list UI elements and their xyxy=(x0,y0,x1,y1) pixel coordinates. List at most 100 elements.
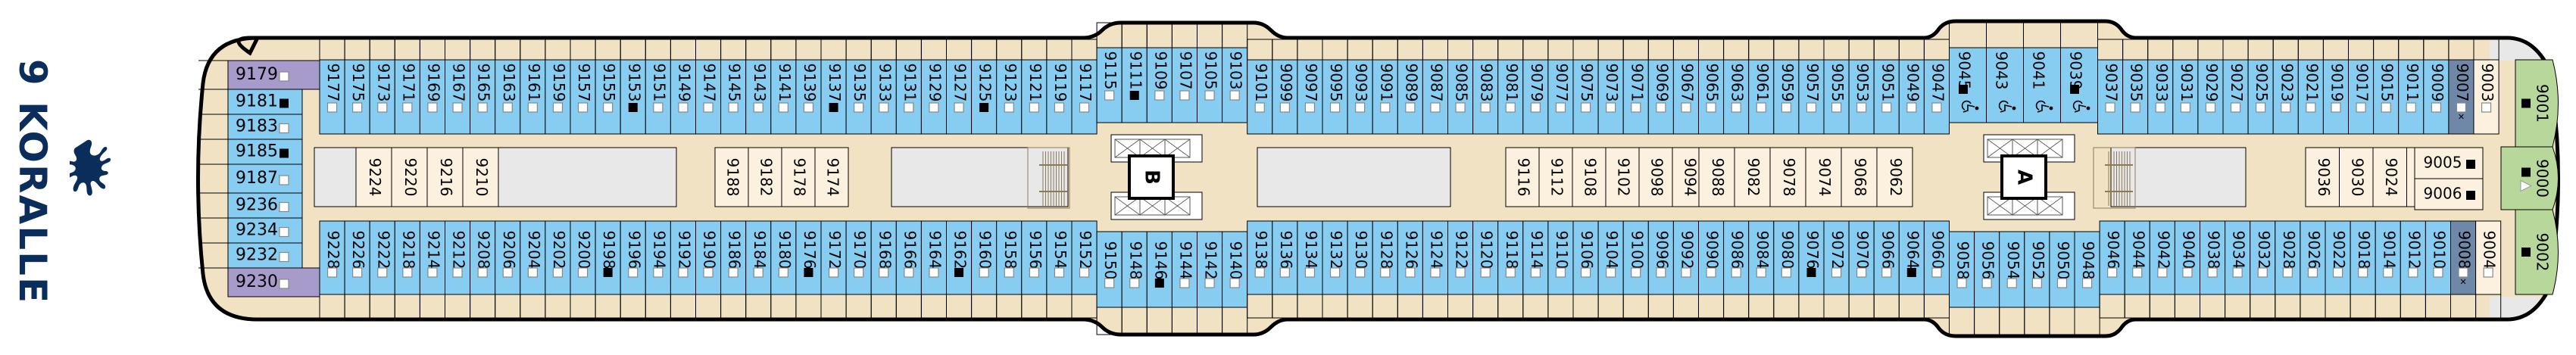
cabin-9134[interactable]: 9134 xyxy=(1297,220,1323,319)
cabin-9098[interactable]: 9098 xyxy=(1638,147,1673,207)
cabin-cell[interactable] xyxy=(1723,220,1750,295)
cabin-cell[interactable] xyxy=(2339,147,2374,207)
cabin-9110[interactable]: 9110 xyxy=(1547,220,1574,319)
cabin-cell[interactable] xyxy=(748,147,782,207)
cabin-cell[interactable] xyxy=(645,59,671,135)
cabin-9127[interactable]: 9127 xyxy=(946,39,973,135)
cabin-cell[interactable] xyxy=(495,59,521,135)
cabin-cell[interactable] xyxy=(2124,220,2150,295)
cabin-cell[interactable] xyxy=(1272,59,1298,135)
cabin-cell[interactable] xyxy=(1597,59,1624,135)
cabin-9042[interactable]: 9042 xyxy=(2149,220,2175,319)
cabin-9196[interactable]: 9196 xyxy=(620,220,646,319)
cabin-cell[interactable] xyxy=(1876,147,1913,207)
cabin-9093[interactable]: 9093 xyxy=(1347,39,1373,135)
cabin-cell[interactable] xyxy=(1999,231,2025,308)
cabin-9125[interactable]: 9125 xyxy=(971,39,998,135)
cabin-cell[interactable] xyxy=(1121,47,1147,123)
cabin-9087[interactable]: 9087 xyxy=(1422,39,1449,135)
cabin-9175[interactable]: 9175 xyxy=(344,39,370,135)
cabin-9226[interactable]: 9226 xyxy=(344,220,370,319)
cabin-cell[interactable] xyxy=(2423,59,2450,135)
cabin-9070[interactable]: 9070 xyxy=(1848,220,1875,319)
cabin-cell[interactable] xyxy=(2147,59,2174,135)
cabin-cell[interactable] xyxy=(419,59,446,135)
cabin-9046[interactable]: 9046 xyxy=(2099,220,2125,319)
cabin-cell[interactable] xyxy=(820,220,847,295)
cabin-cell[interactable] xyxy=(2515,209,2559,295)
cabin-9142[interactable]: 9142 xyxy=(1197,231,1223,335)
cabin-9161[interactable]: 9161 xyxy=(520,39,546,135)
cabin-9214[interactable]: 9214 xyxy=(419,220,446,319)
cabin-9065[interactable]: 9065 xyxy=(1698,39,1725,135)
cabin-9230[interactable]: 9230 xyxy=(198,267,320,297)
cabin-9058[interactable]: 9058 xyxy=(1949,231,1975,335)
cabin-cell[interactable] xyxy=(920,220,948,295)
cabin-9015[interactable]: 9015 xyxy=(2373,39,2400,135)
cabin-9041[interactable]: 9041 xyxy=(2023,22,2061,123)
cabin-9021[interactable]: 9021 xyxy=(2297,39,2324,135)
cabin-9102[interactable]: 9102 xyxy=(1605,147,1640,207)
cabin-9031[interactable]: 9031 xyxy=(2172,39,2199,135)
cabin-9060[interactable]: 9060 xyxy=(1923,220,1950,319)
cabin-cell[interactable] xyxy=(2475,220,2502,295)
cabin-cell[interactable] xyxy=(2448,59,2475,135)
cabin-9116[interactable]: 9116 xyxy=(1505,147,1540,207)
cabin-cell[interactable] xyxy=(2272,59,2299,135)
cabin-9072[interactable]: 9072 xyxy=(1823,220,1850,319)
cabin-cell[interactable] xyxy=(1505,147,1540,207)
cabin-9180[interactable]: 9180 xyxy=(770,220,797,319)
cabin-cell[interactable] xyxy=(2375,220,2401,295)
cabin-9123[interactable]: 9123 xyxy=(996,39,1023,135)
cabin-cell[interactable] xyxy=(227,192,303,219)
cabin-cell[interactable] xyxy=(620,59,646,135)
cabin-9050[interactable]: 9050 xyxy=(2049,231,2075,335)
cabin-cell[interactable] xyxy=(2300,220,2326,295)
cabin-cell[interactable] xyxy=(1297,220,1323,295)
cabin-cell[interactable] xyxy=(1372,220,1398,295)
cabin-cell[interactable] xyxy=(1572,147,1606,207)
cabin-cell[interactable] xyxy=(996,59,1023,135)
cabin-9034[interactable]: 9034 xyxy=(2225,220,2251,319)
cabin-9082[interactable]: 9082 xyxy=(1734,147,1771,207)
cabin-9047[interactable]: 9047 xyxy=(1923,39,1950,135)
cabin-9075[interactable]: 9075 xyxy=(1572,39,1599,135)
cabin-9150[interactable]: 9150 xyxy=(1096,231,1123,335)
cabin-cell[interactable] xyxy=(1923,220,1950,295)
cabin-9185[interactable]: 9185 xyxy=(198,139,303,165)
cabin-cell[interactable] xyxy=(971,220,998,295)
cabin-9155[interactable]: 9155 xyxy=(595,39,621,135)
cabin-9074[interactable]: 9074 xyxy=(1805,147,1842,207)
cabin-cell[interactable] xyxy=(369,220,395,295)
cabin-9061[interactable]: 9061 xyxy=(1748,39,1775,135)
cabin-9165[interactable]: 9165 xyxy=(470,39,496,135)
cabin-cell[interactable] xyxy=(570,220,596,295)
cabin-cell[interactable] xyxy=(1272,220,1298,295)
cabin-cell[interactable] xyxy=(1121,231,1147,308)
cabin-cell[interactable] xyxy=(695,220,722,295)
cabin-9045[interactable]: 9045 xyxy=(1949,22,1987,123)
cabin-9069[interactable]: 9069 xyxy=(1647,39,1674,135)
cabin-9086[interactable]: 9086 xyxy=(1723,220,1750,319)
cabin-cell[interactable] xyxy=(2049,231,2075,308)
cabin-9022[interactable]: 9022 xyxy=(2325,220,2351,319)
cabin-9019[interactable]: 9019 xyxy=(2322,39,2349,135)
cabin-cell[interactable] xyxy=(1222,231,1248,308)
cabin-9149[interactable]: 9149 xyxy=(670,39,697,135)
cabin-9178[interactable]: 9178 xyxy=(781,147,816,207)
cabin-9092[interactable]: 9092 xyxy=(1672,220,1699,319)
cabin-cell[interactable] xyxy=(2305,147,2340,207)
cabin-9024[interactable]: 9024 xyxy=(2372,147,2407,207)
cabin-9236[interactable]: 9236 xyxy=(198,192,303,219)
cabin-cell[interactable] xyxy=(795,220,822,295)
cabin-cell[interactable] xyxy=(419,220,446,295)
cabin-9143[interactable]: 9143 xyxy=(745,39,772,135)
cabin-cell[interactable] xyxy=(645,220,671,295)
cabin-9133[interactable]: 9133 xyxy=(870,39,897,135)
cabin-9126[interactable]: 9126 xyxy=(1397,220,1423,319)
cabin-cell[interactable] xyxy=(1622,220,1649,295)
cabin-9151[interactable]: 9151 xyxy=(645,39,671,135)
cabin-cell[interactable] xyxy=(1898,59,1925,135)
cabin-cell[interactable] xyxy=(1046,59,1073,135)
cabin-cell[interactable] xyxy=(1497,59,1524,135)
